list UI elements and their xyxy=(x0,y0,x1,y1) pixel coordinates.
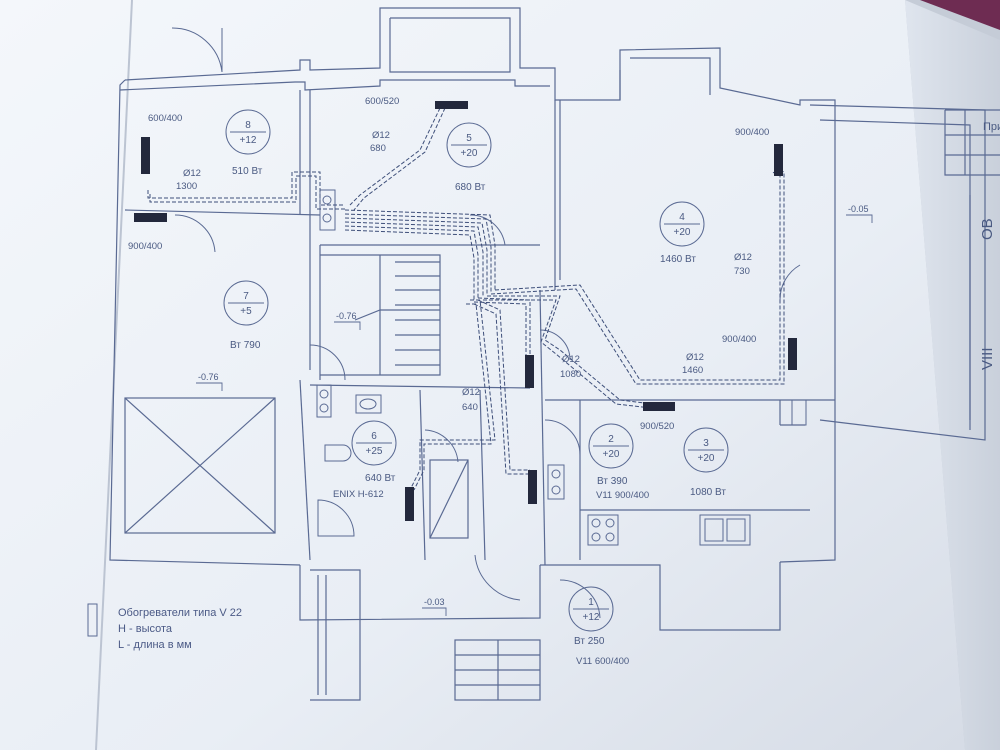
pipe-2-length: 680 xyxy=(370,143,386,154)
room-7-number: 7 xyxy=(243,291,249,302)
heater-size-room4-bottom: 900/400 xyxy=(722,334,756,345)
radiator-room2 xyxy=(528,470,537,504)
heater-size-room3: 900/520 xyxy=(640,421,674,432)
title-block-code: ОВ xyxy=(979,218,996,240)
room-5-number: 5 xyxy=(466,133,472,144)
room-8-circle xyxy=(225,109,271,155)
room-4-power: 1460 Вт xyxy=(660,254,696,265)
room-3-temp: +20 xyxy=(698,453,715,464)
walls xyxy=(109,7,1000,701)
room-2-power: Вт 390 xyxy=(597,476,628,487)
heater-size-room2: V11 900/400 xyxy=(596,490,649,501)
pipe-3-diameter: Ø12 xyxy=(734,252,752,263)
radiator-room4a xyxy=(774,144,783,176)
room-3-power: 1080 Вт xyxy=(690,487,726,498)
pipe-6-diameter: Ø12 xyxy=(462,387,480,398)
heater-size-room8: 600/400 xyxy=(148,113,182,124)
radiator-room5 xyxy=(435,101,468,109)
room-4-circle xyxy=(659,201,705,247)
level-mark-stairs: -0.76 xyxy=(336,311,357,321)
room-4-number: 4 xyxy=(679,212,685,223)
legend-swatch xyxy=(87,603,98,637)
pipe-3-length: 730 xyxy=(734,266,750,277)
room-6-number: 6 xyxy=(371,431,377,442)
room-6-temp: +25 xyxy=(366,446,383,457)
radiator-room8 xyxy=(141,137,150,174)
pipe-4-length: 1460 xyxy=(682,365,703,376)
radiator-room7 xyxy=(134,213,167,222)
radiators xyxy=(134,101,797,521)
radiator-room3 xyxy=(643,402,675,411)
room-7-circle xyxy=(223,280,269,326)
room-markers xyxy=(223,109,729,632)
room-6-circle xyxy=(351,420,397,466)
heater-size-room7: 900/400 xyxy=(128,241,162,252)
level-mark-room7: -0.76 xyxy=(198,372,219,382)
level-mark-terrace: -0.05 xyxy=(848,204,869,214)
heater-size-room5: 600/520 xyxy=(365,96,399,107)
room-5-temp: +20 xyxy=(461,148,478,159)
pipe-1-length: 1300 xyxy=(176,181,197,192)
room-2-number: 2 xyxy=(608,434,614,445)
heater-size-room4-top: 900/400 xyxy=(735,127,769,138)
legend-heater-type: Обогреватели типа V 22 xyxy=(118,607,242,619)
room-2-circle xyxy=(588,423,634,469)
room-1-number: 1 xyxy=(588,597,594,608)
boiler-model-label: ENIX H-612 xyxy=(333,489,384,500)
room-4-temp: +20 xyxy=(674,227,691,238)
plumbing-fixtures xyxy=(316,189,807,546)
level-mark-arrows xyxy=(196,214,873,616)
pipe-5-diameter: Ø12 xyxy=(562,354,580,365)
room-8-number: 8 xyxy=(245,120,251,131)
room-6-power: 640 Вт xyxy=(365,473,396,484)
room-7-power: Вт 790 xyxy=(230,340,261,351)
room-5-circle xyxy=(446,122,492,168)
pipe-6-length: 640 xyxy=(462,402,478,413)
room-1-temp: +12 xyxy=(583,612,600,623)
room-7-temp: +5 xyxy=(240,306,252,317)
title-block-sheet: VIII xyxy=(979,347,996,370)
pipe-5-length: 1080 xyxy=(560,369,581,380)
heater-size-room1: V11 600/400 xyxy=(576,656,629,667)
room-1-circle xyxy=(568,586,614,632)
room-8-power: 510 Вт xyxy=(232,166,263,177)
pipe-4-diameter: Ø12 xyxy=(686,352,704,363)
title-block-prefix: При xyxy=(983,121,1000,133)
radiator-room4b xyxy=(788,338,797,370)
legend-height: H - высота xyxy=(118,623,173,635)
room-3-number: 3 xyxy=(703,438,709,449)
pipe-2-diameter: Ø12 xyxy=(372,130,390,141)
radiator-room6 xyxy=(405,487,414,521)
room-3-circle xyxy=(683,427,729,473)
fabric-corner xyxy=(920,0,1000,30)
level-mark-entrance: -0.03 xyxy=(424,597,445,607)
legend-length: L - длина в мм xyxy=(118,639,192,651)
room-2-temp: +20 xyxy=(603,449,620,460)
paper-next-page xyxy=(905,0,1000,750)
room-1-power: Вт 250 xyxy=(574,636,605,647)
pipe-1-diameter: Ø12 xyxy=(183,168,201,179)
paper-sheet xyxy=(0,0,965,750)
radiator-hall xyxy=(525,355,534,388)
room-5-power: 680 Вт xyxy=(455,182,486,193)
room-8-temp: +12 xyxy=(240,135,257,146)
